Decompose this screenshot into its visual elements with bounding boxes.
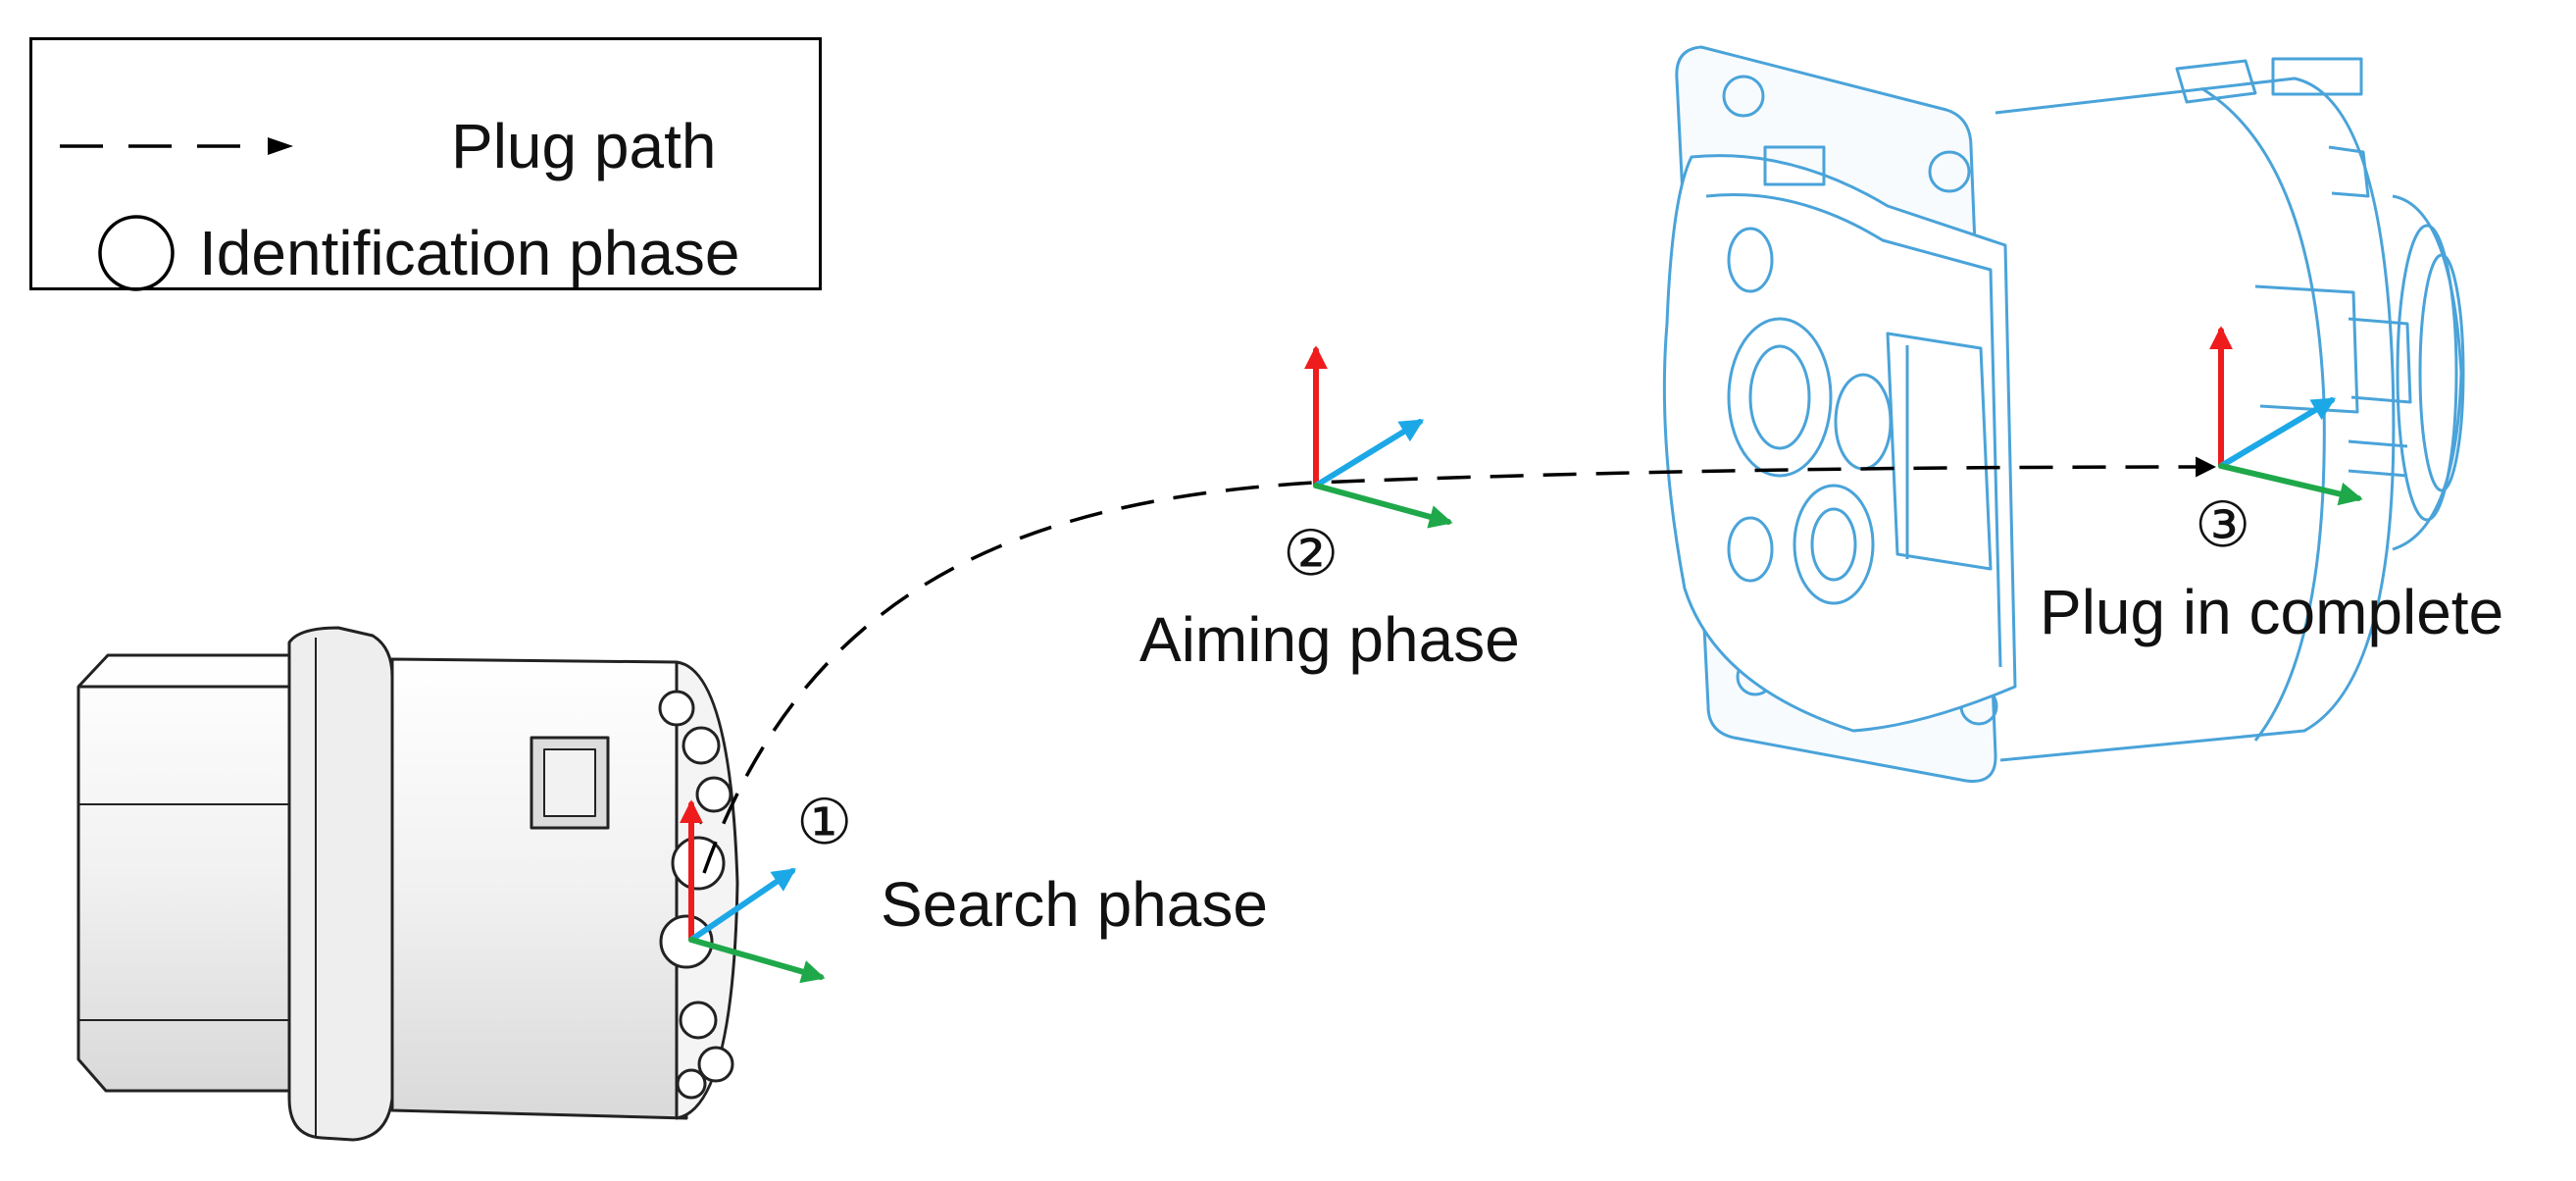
- coordinate-frame-search: [680, 799, 826, 984]
- phase-number-aiming: ②: [1283, 518, 1339, 589]
- phase-label-aiming: Aiming phase: [1139, 604, 1520, 675]
- legend-item-plug-path: Plug path: [32, 115, 716, 178]
- coordinate-frame-aiming: [1304, 345, 1453, 529]
- legend-plug-path-label: Plug path: [451, 111, 717, 181]
- circle-icon: [98, 215, 175, 291]
- legend-box: Plug path Identification phase: [29, 37, 822, 291]
- phase-label-complete: Plug in complete: [2040, 577, 2504, 647]
- legend-item-identification: Identification phase: [32, 212, 740, 294]
- charging-socket-drawing: [1662, 45, 2465, 783]
- phase-number-search: ①: [796, 787, 853, 857]
- dashed-arrow-icon: [60, 137, 293, 155]
- phase-number-complete: ③: [2195, 489, 2251, 560]
- phase-label-search: Search phase: [881, 869, 1268, 940]
- coordinate-frame-complete: [2209, 326, 2363, 506]
- legend-identification-label: Identification phase: [199, 218, 740, 288]
- charging-plug-drawing: [76, 626, 739, 1142]
